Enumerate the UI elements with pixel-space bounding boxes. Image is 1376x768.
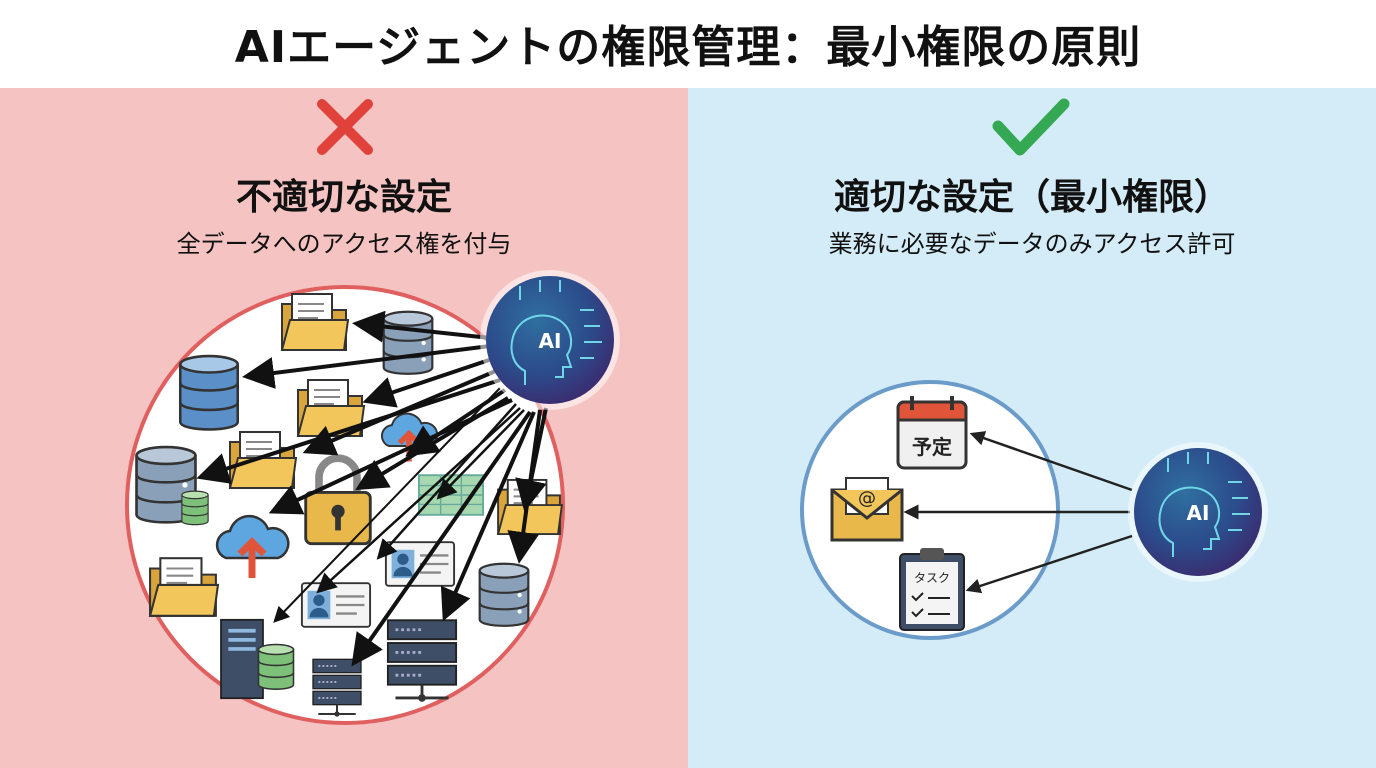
right-heading: 適切な設定（最小権限） <box>833 177 1230 218</box>
access-arrows-limited <box>903 431 1133 594</box>
database-icon <box>178 354 240 431</box>
appropriate-panel: 適切な設定（最小権限） 業務に必要なデータのみアクセス許可 <box>688 88 1376 768</box>
brain-head-icon <box>510 280 602 385</box>
id-card-folder-icon <box>384 541 456 587</box>
email-at-label: @ <box>858 488 876 509</box>
database-icon <box>478 562 530 627</box>
id-card-icon <box>300 581 372 629</box>
ai-agent-node: AI <box>480 270 620 410</box>
ai-agent-node: AI <box>1128 442 1268 582</box>
clipboard-task-icon: タスク <box>899 548 965 631</box>
brain-head-icon <box>1158 452 1250 557</box>
left-subheading: 全データへのアクセス権を付与 <box>176 230 512 258</box>
ai-label: AI <box>539 329 562 353</box>
access-arrows-all <box>196 310 548 667</box>
calendar-label: 予定 <box>912 435 952 459</box>
ai-label: AI <box>1187 501 1210 525</box>
database-icon <box>257 643 295 691</box>
left-heading: 不適切な設定 <box>235 177 452 218</box>
server-tower-icon <box>219 618 265 700</box>
database-icon <box>382 310 434 375</box>
database-icon <box>181 490 209 526</box>
cross-icon <box>317 99 373 155</box>
page-title: AIエージェントの権限管理：最小権限の原則 <box>0 0 1376 88</box>
check-icon <box>992 98 1070 156</box>
clipboard-label: タスク <box>914 571 950 585</box>
right-subheading: 業務に必要なデータのみアクセス許可 <box>828 230 1236 258</box>
email-icon: @ <box>830 477 904 542</box>
minimum-scope-circle <box>800 380 1060 640</box>
calendar-icon: 予定 <box>896 396 968 470</box>
